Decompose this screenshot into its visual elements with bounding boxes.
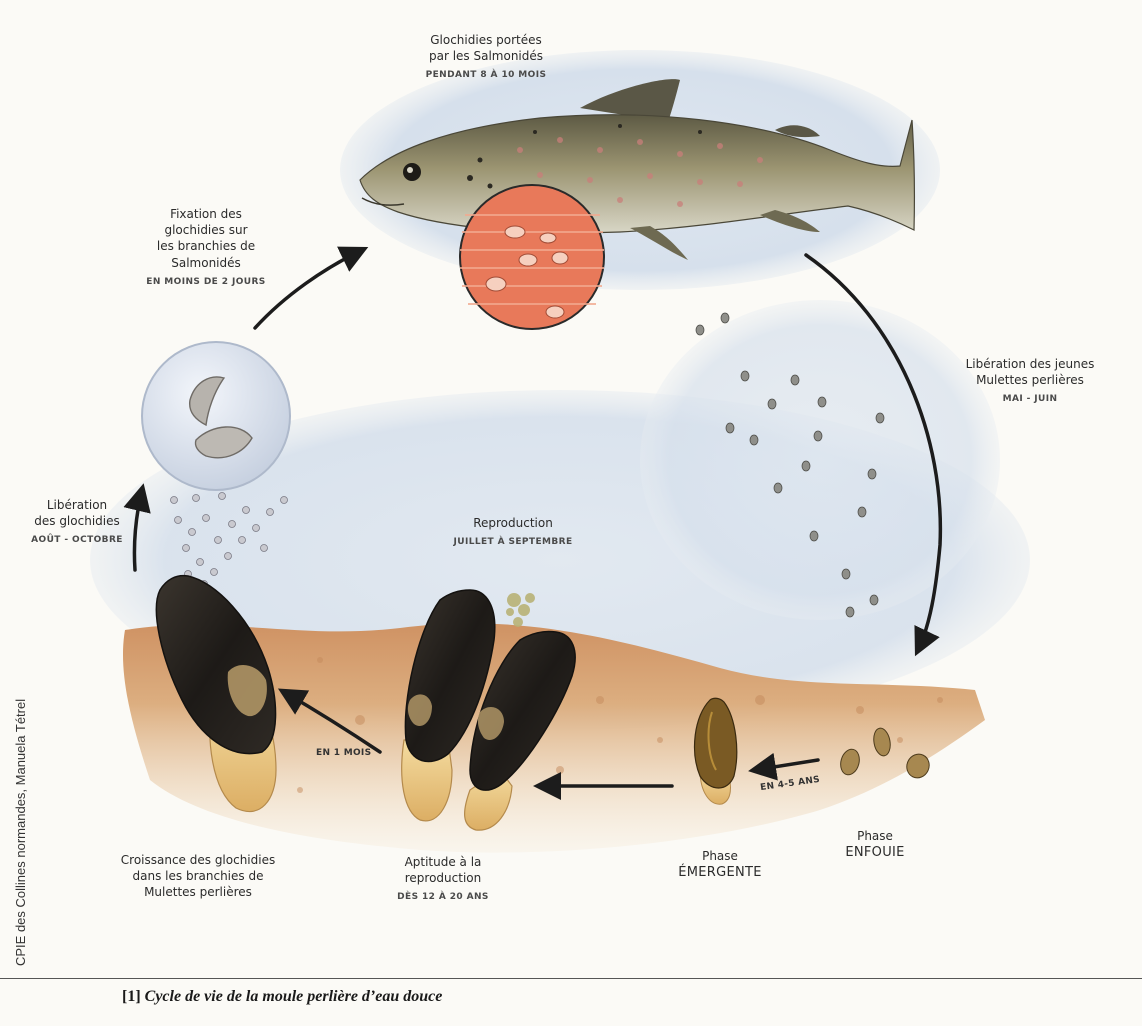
fixation-title-line-3: les branchies de bbox=[126, 238, 286, 254]
fixation-title-line-4: Salmonidés bbox=[126, 255, 286, 271]
glochidia-bubble bbox=[142, 342, 290, 490]
label-phase-enfouie: Phase ENFOUIE bbox=[820, 828, 930, 862]
croissance-line-1: Croissance des glochidies bbox=[98, 852, 298, 868]
fish-title-line-2: par les Salmonidés bbox=[376, 48, 596, 64]
liberation-jeunes-line-1: Libération des jeunes bbox=[940, 356, 1120, 372]
emergente-word: Phase bbox=[660, 848, 780, 864]
label-fish-stage: Glochidies portées par les Salmonidés PE… bbox=[376, 32, 596, 82]
liberation-jeunes-line-2: Mulettes perlières bbox=[940, 372, 1120, 388]
fish-duration: PENDANT 8 À 10 MOIS bbox=[376, 69, 596, 81]
liberation-glochidies-period: AOÛT - OCTOBRE bbox=[12, 534, 142, 546]
aptitude-line-2: reproduction bbox=[378, 870, 508, 886]
label-phase-emergente: Phase ÉMERGENTE bbox=[660, 848, 780, 882]
aptitude-line-1: Aptitude à la bbox=[378, 854, 508, 870]
liberation-jeunes-period: MAI - JUIN bbox=[940, 393, 1120, 405]
label-croissance: Croissance des glochidies dans les branc… bbox=[98, 852, 298, 901]
image-credit: CPIE des Collines normandes, Manuela Tét… bbox=[13, 699, 28, 966]
label-liberation-jeunes: Libération des jeunes Mulettes perlières… bbox=[940, 356, 1120, 406]
liberation-glochidies-line-2: des glochidies bbox=[12, 513, 142, 529]
label-reproduction: Reproduction JUILLET À SEPTEMBRE bbox=[428, 515, 598, 548]
gill-magnification bbox=[460, 185, 604, 329]
liberation-glochidies-line-1: Libération bbox=[12, 497, 142, 513]
label-liberation-glochidies: Libération des glochidies AOÛT - OCTOBRE bbox=[12, 497, 142, 547]
reproduction-title: Reproduction bbox=[428, 515, 598, 531]
fish-title-line-1: Glochidies portées bbox=[376, 32, 596, 48]
caption-divider bbox=[0, 978, 1142, 979]
caption-text: Cycle de vie de la moule perlière d’eau … bbox=[145, 988, 443, 1005]
croissance-line-2: dans les branchies de bbox=[98, 868, 298, 884]
reproduction-period: JUILLET À SEPTEMBRE bbox=[428, 536, 598, 548]
caption-number: [1] bbox=[122, 988, 141, 1005]
enfouie-name: ENFOUIE bbox=[820, 844, 930, 862]
enfouie-word: Phase bbox=[820, 828, 930, 844]
aptitude-age: DÈS 12 À 20 ANS bbox=[378, 891, 508, 903]
fixation-title-line-1: Fixation des bbox=[126, 206, 286, 222]
emergente-name: ÉMERGENTE bbox=[660, 864, 780, 882]
fixation-duration: EN MOINS DE 2 JOURS bbox=[126, 276, 286, 288]
croissance-line-3: Mulettes perlières bbox=[98, 884, 298, 900]
label-aptitude: Aptitude à la reproduction DÈS 12 À 20 A… bbox=[378, 854, 508, 904]
label-fixation-stage: Fixation des glochidies sur les branchie… bbox=[126, 206, 286, 288]
fixation-title-line-2: glochidies sur bbox=[126, 222, 286, 238]
figure-caption: [1] Cycle de vie de la moule perlière d’… bbox=[122, 988, 442, 1006]
arrow-label-en-1-mois: EN 1 MOIS bbox=[316, 748, 371, 758]
